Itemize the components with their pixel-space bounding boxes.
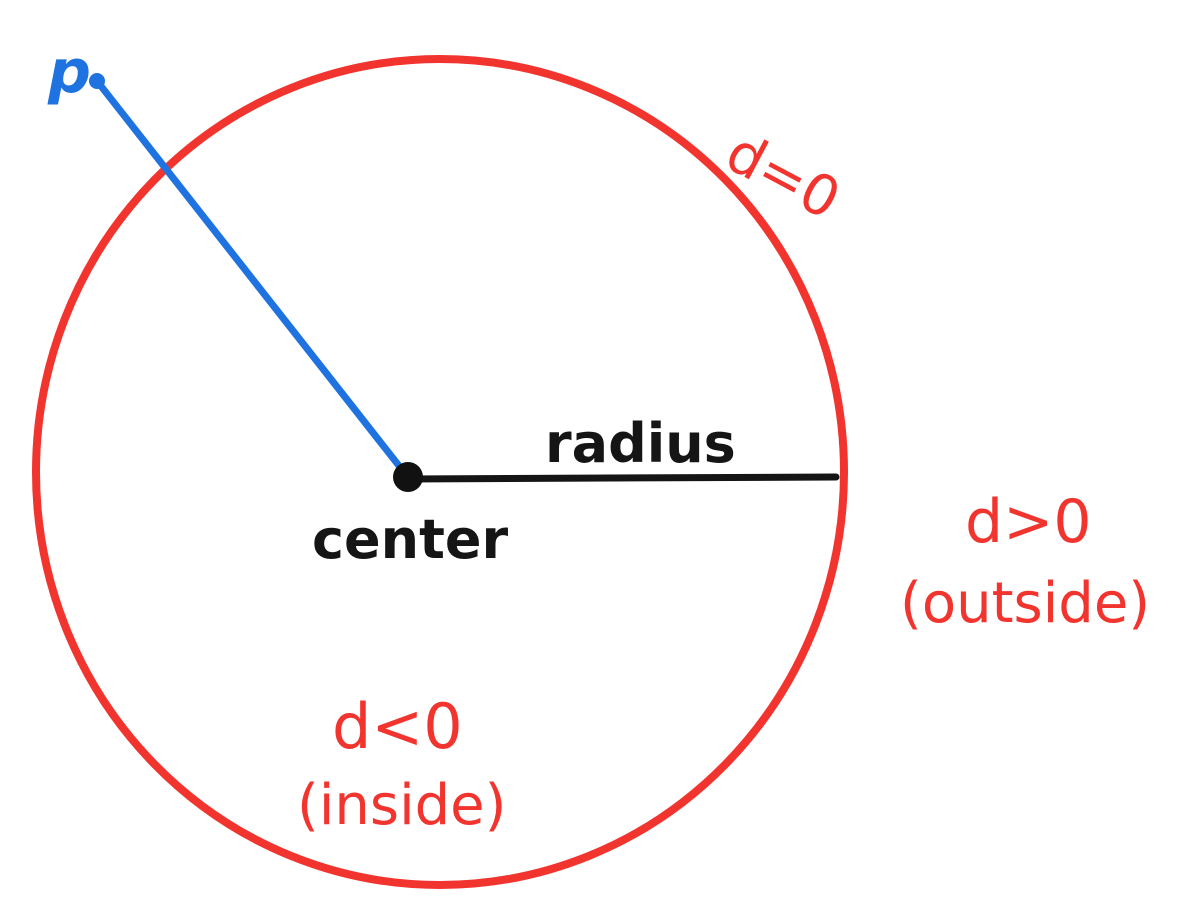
point-p-dot <box>89 73 105 89</box>
boundary-label: d=0 <box>715 120 850 233</box>
circle-boundary <box>32 55 848 889</box>
inside-note-label: (inside) <box>297 773 506 838</box>
radius-line <box>403 473 840 483</box>
inside-value-label: d<0 <box>332 690 463 763</box>
center-dot <box>393 462 423 492</box>
outside-note-label: (outside) <box>900 571 1150 636</box>
outside-value-label: d>0 <box>965 487 1092 557</box>
point-label: p <box>47 37 91 107</box>
radius-label: radius <box>545 412 736 475</box>
distance-line <box>93 77 411 480</box>
center-label: center <box>312 508 509 571</box>
